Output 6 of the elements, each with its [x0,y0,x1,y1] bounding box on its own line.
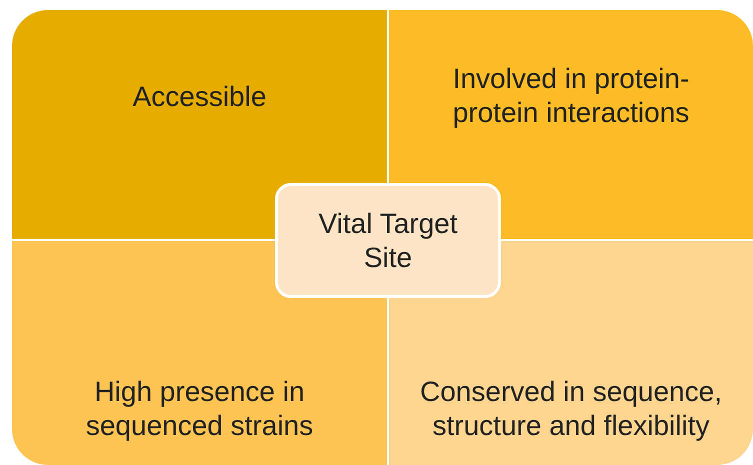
panel-text: Accessible [132,80,266,114]
panel-text: Conserved in sequence, structure and flexibility [419,375,723,443]
center-box [275,183,501,298]
panel-text: Vital Target Site [317,206,459,274]
panel-text: High presence in sequenced strains [84,375,314,443]
panel-text: Involved in protein-protein interactions [452,62,690,130]
